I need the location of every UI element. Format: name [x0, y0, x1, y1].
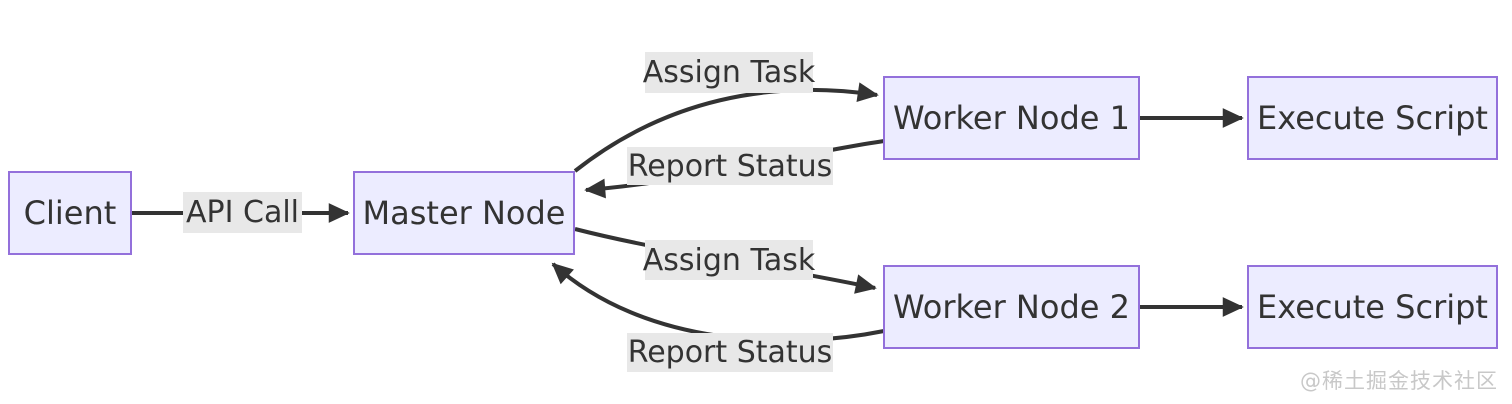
node-execute1: Execute Script [1247, 76, 1498, 160]
node-client: Client [8, 171, 132, 255]
edge-label-assign-task-1: Assign Task [643, 52, 815, 93]
node-worker2: Worker Node 2 [883, 265, 1140, 349]
node-worker1: Worker Node 1 [883, 76, 1140, 160]
edge-label-report-status-1: Report Status [627, 147, 833, 185]
edge-master-to-worker1 [573, 82, 879, 173]
juejin-watermark: @稀土掘金技术社区 [1300, 369, 1498, 393]
edge-label-report-status-2: Report Status [627, 333, 833, 372]
edge-label-api-call: API Call [183, 192, 302, 233]
node-execute2: Execute Script [1247, 265, 1498, 349]
node-master: Master Node [353, 171, 575, 255]
edge-label-assign-task-2: Assign Task [643, 240, 815, 280]
